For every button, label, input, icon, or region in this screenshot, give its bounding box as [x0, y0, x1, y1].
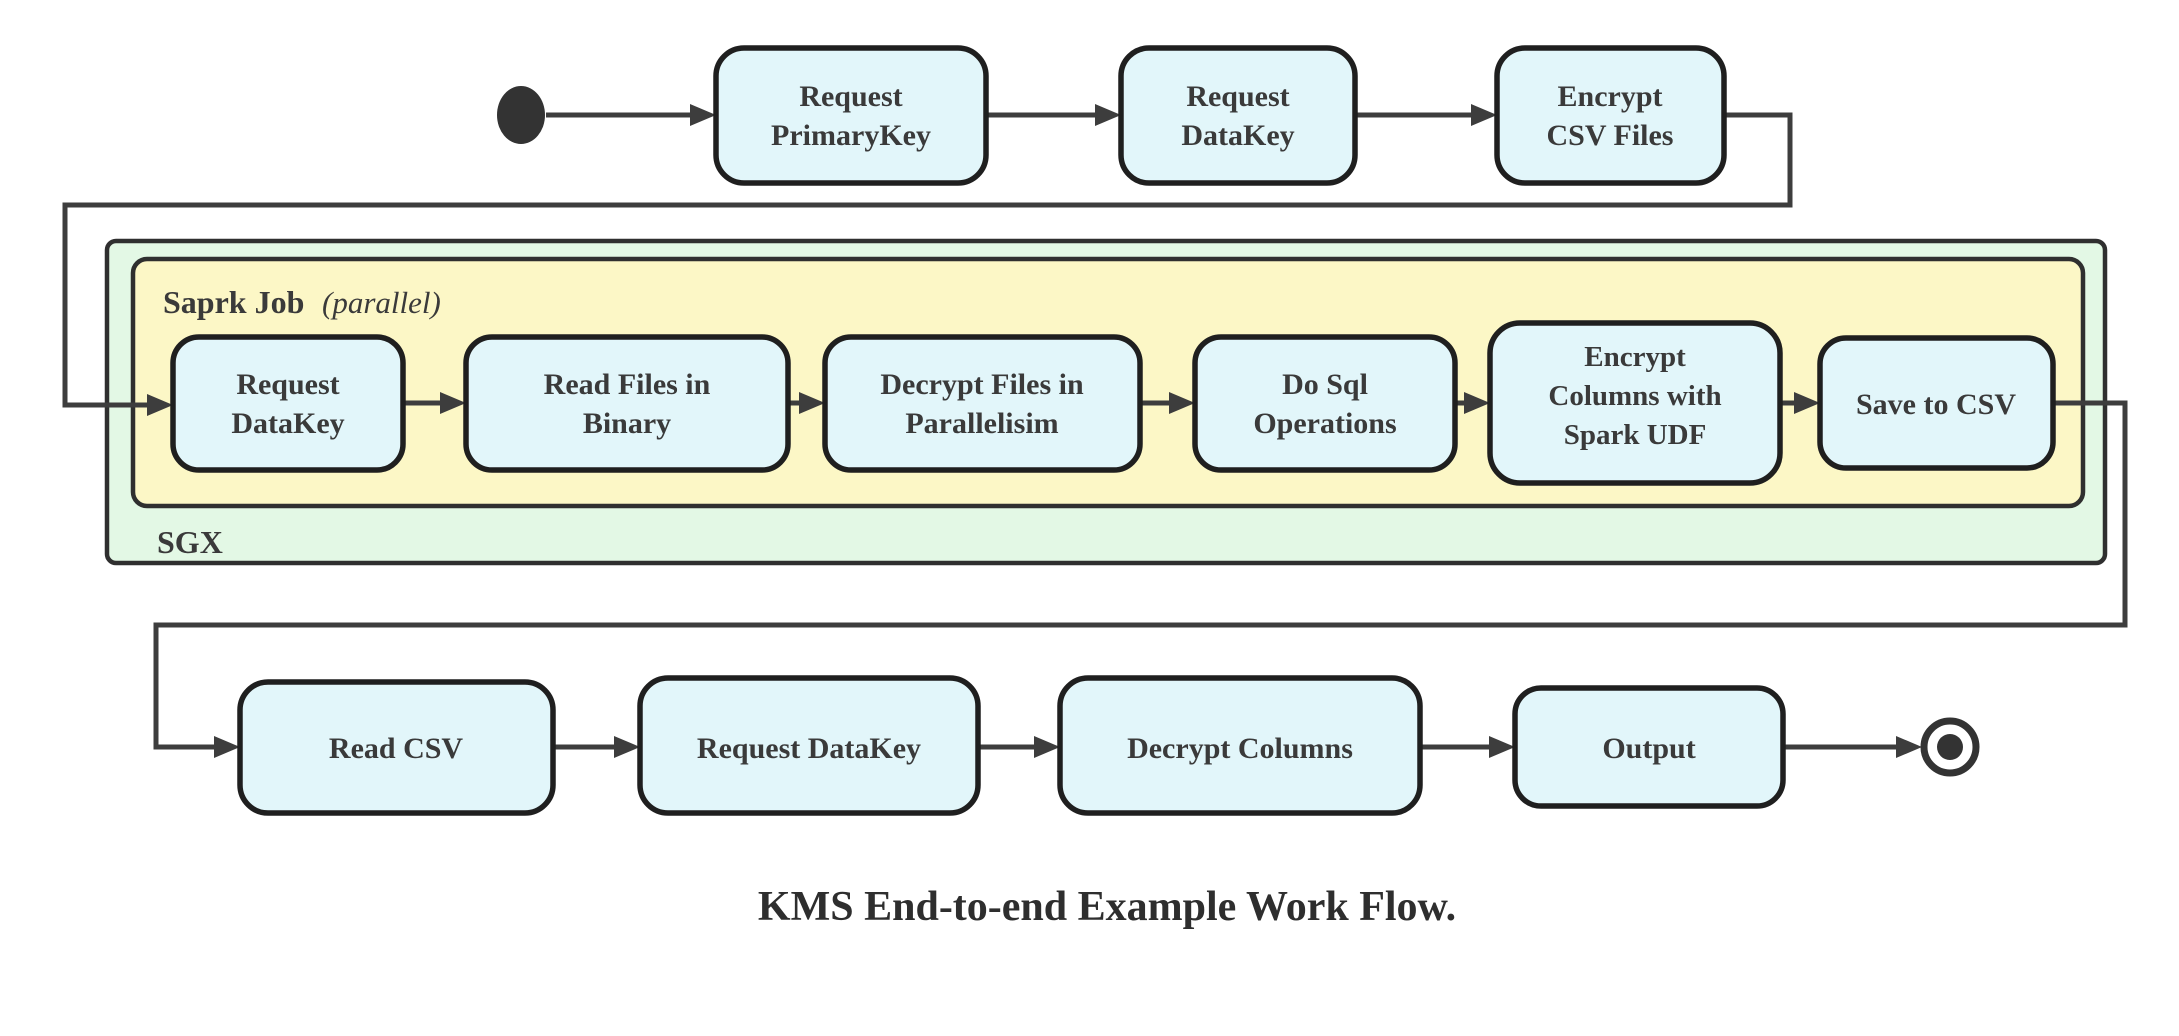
arrowhead-icon: [440, 392, 466, 414]
node-label: Decrypt Files in: [880, 368, 1084, 401]
node-label: Parallelisim: [905, 407, 1058, 440]
arrowhead-icon: [690, 104, 716, 126]
node-request-datakey-bottom: Request DataKey: [637, 675, 981, 816]
node-box: [1057, 675, 1423, 816]
node-box: [237, 679, 556, 816]
edge-encrypt-csv-to-sgx-request-datakey: [62, 112, 1793, 408]
node-label: PrimaryKey: [771, 119, 931, 152]
node-do-sql-operations: Do Sql Operations: [1192, 334, 1458, 473]
node-read-csv: Read CSV: [237, 679, 556, 816]
arrowhead-icon: [1471, 104, 1497, 126]
node-encrypt-csv-files: Encrypt CSV Files: [1494, 45, 1727, 186]
node-label: Read CSV: [329, 732, 464, 765]
node-label: DataKey: [231, 407, 344, 440]
arrowhead-icon: [1034, 736, 1060, 758]
node-decrypt-columns: Decrypt Columns: [1057, 675, 1423, 816]
node-label: Read Files in: [544, 368, 711, 401]
arrowhead-icon: [214, 736, 240, 758]
node-box: [1192, 334, 1458, 473]
node-request-primarykey: Request PrimaryKey: [713, 45, 989, 186]
final-state-icon: [1920, 717, 1980, 777]
arrowhead-icon: [1095, 104, 1121, 126]
node-box: [1487, 320, 1783, 486]
node-read-files-in-binary: Read Files in Binary: [463, 334, 791, 473]
node-label: Request DataKey: [697, 732, 921, 765]
node-label: Binary: [583, 407, 671, 440]
initial-state-icon: [497, 86, 545, 144]
arrowhead-icon: [799, 392, 825, 414]
diagram-caption: KMS End-to-end Example Work Flow.: [758, 884, 1456, 930]
node-request-datakey-top: Request DataKey: [1118, 45, 1358, 186]
edges-spark-row: [153, 392, 2128, 758]
node-box: [637, 675, 981, 816]
arrowhead-icon: [1896, 736, 1922, 758]
node-label: DataKey: [1181, 119, 1294, 152]
node-label: Save to CSV: [1856, 388, 2016, 421]
node-box: [463, 334, 791, 473]
node-save-to-csv: Save to CSV: [1817, 335, 2056, 471]
node-label: Do Sql: [1282, 368, 1368, 401]
node-label: Operations: [1253, 407, 1396, 440]
node-label: Request: [1186, 80, 1289, 113]
node-label: CSV Files: [1547, 119, 1674, 152]
node-encrypt-columns-with-spark-udf: Encrypt Columns with Spark UDF: [1487, 320, 1783, 486]
node-label: Request: [236, 368, 339, 401]
arrowhead-icon: [1794, 392, 1820, 414]
spark-job-parallel-label: (parallel): [322, 285, 441, 320]
node-label: Encrypt: [1584, 341, 1686, 373]
arrowhead-icon: [1464, 392, 1490, 414]
arrowhead-icon: [614, 736, 640, 758]
node-box: [1817, 335, 2056, 471]
node-label: Output: [1602, 732, 1695, 765]
node-label: Spark UDF: [1564, 419, 1707, 451]
node-label: Request: [799, 80, 902, 113]
node-box: [1118, 45, 1358, 186]
arrowhead-icon: [1489, 736, 1515, 758]
node-box: [1512, 685, 1786, 809]
node-box: [1494, 45, 1727, 186]
node-request-datakey-sgx: Request DataKey: [170, 334, 406, 473]
node-decrypt-files-in-parallelisim: Decrypt Files in Parallelisim: [822, 334, 1143, 473]
node-label: Columns with: [1548, 380, 1721, 412]
node-box: [170, 334, 406, 473]
node-box: [713, 45, 989, 186]
arrowhead-icon: [147, 394, 173, 416]
edges-bottom-row: [553, 736, 1922, 758]
final-state-dot: [1937, 734, 1963, 760]
sgx-container-label: SGX: [157, 524, 223, 560]
node-label: Decrypt Columns: [1127, 732, 1353, 765]
edge-save-csv-to-read-csv: [153, 400, 2128, 750]
edges-top-row: [62, 104, 1793, 416]
node-label: Encrypt: [1558, 80, 1663, 113]
node-box: [822, 334, 1143, 473]
arrowhead-icon: [1169, 392, 1195, 414]
node-output: Output: [1512, 685, 1786, 809]
spark-job-container-label: Saprk Job: [163, 284, 304, 320]
